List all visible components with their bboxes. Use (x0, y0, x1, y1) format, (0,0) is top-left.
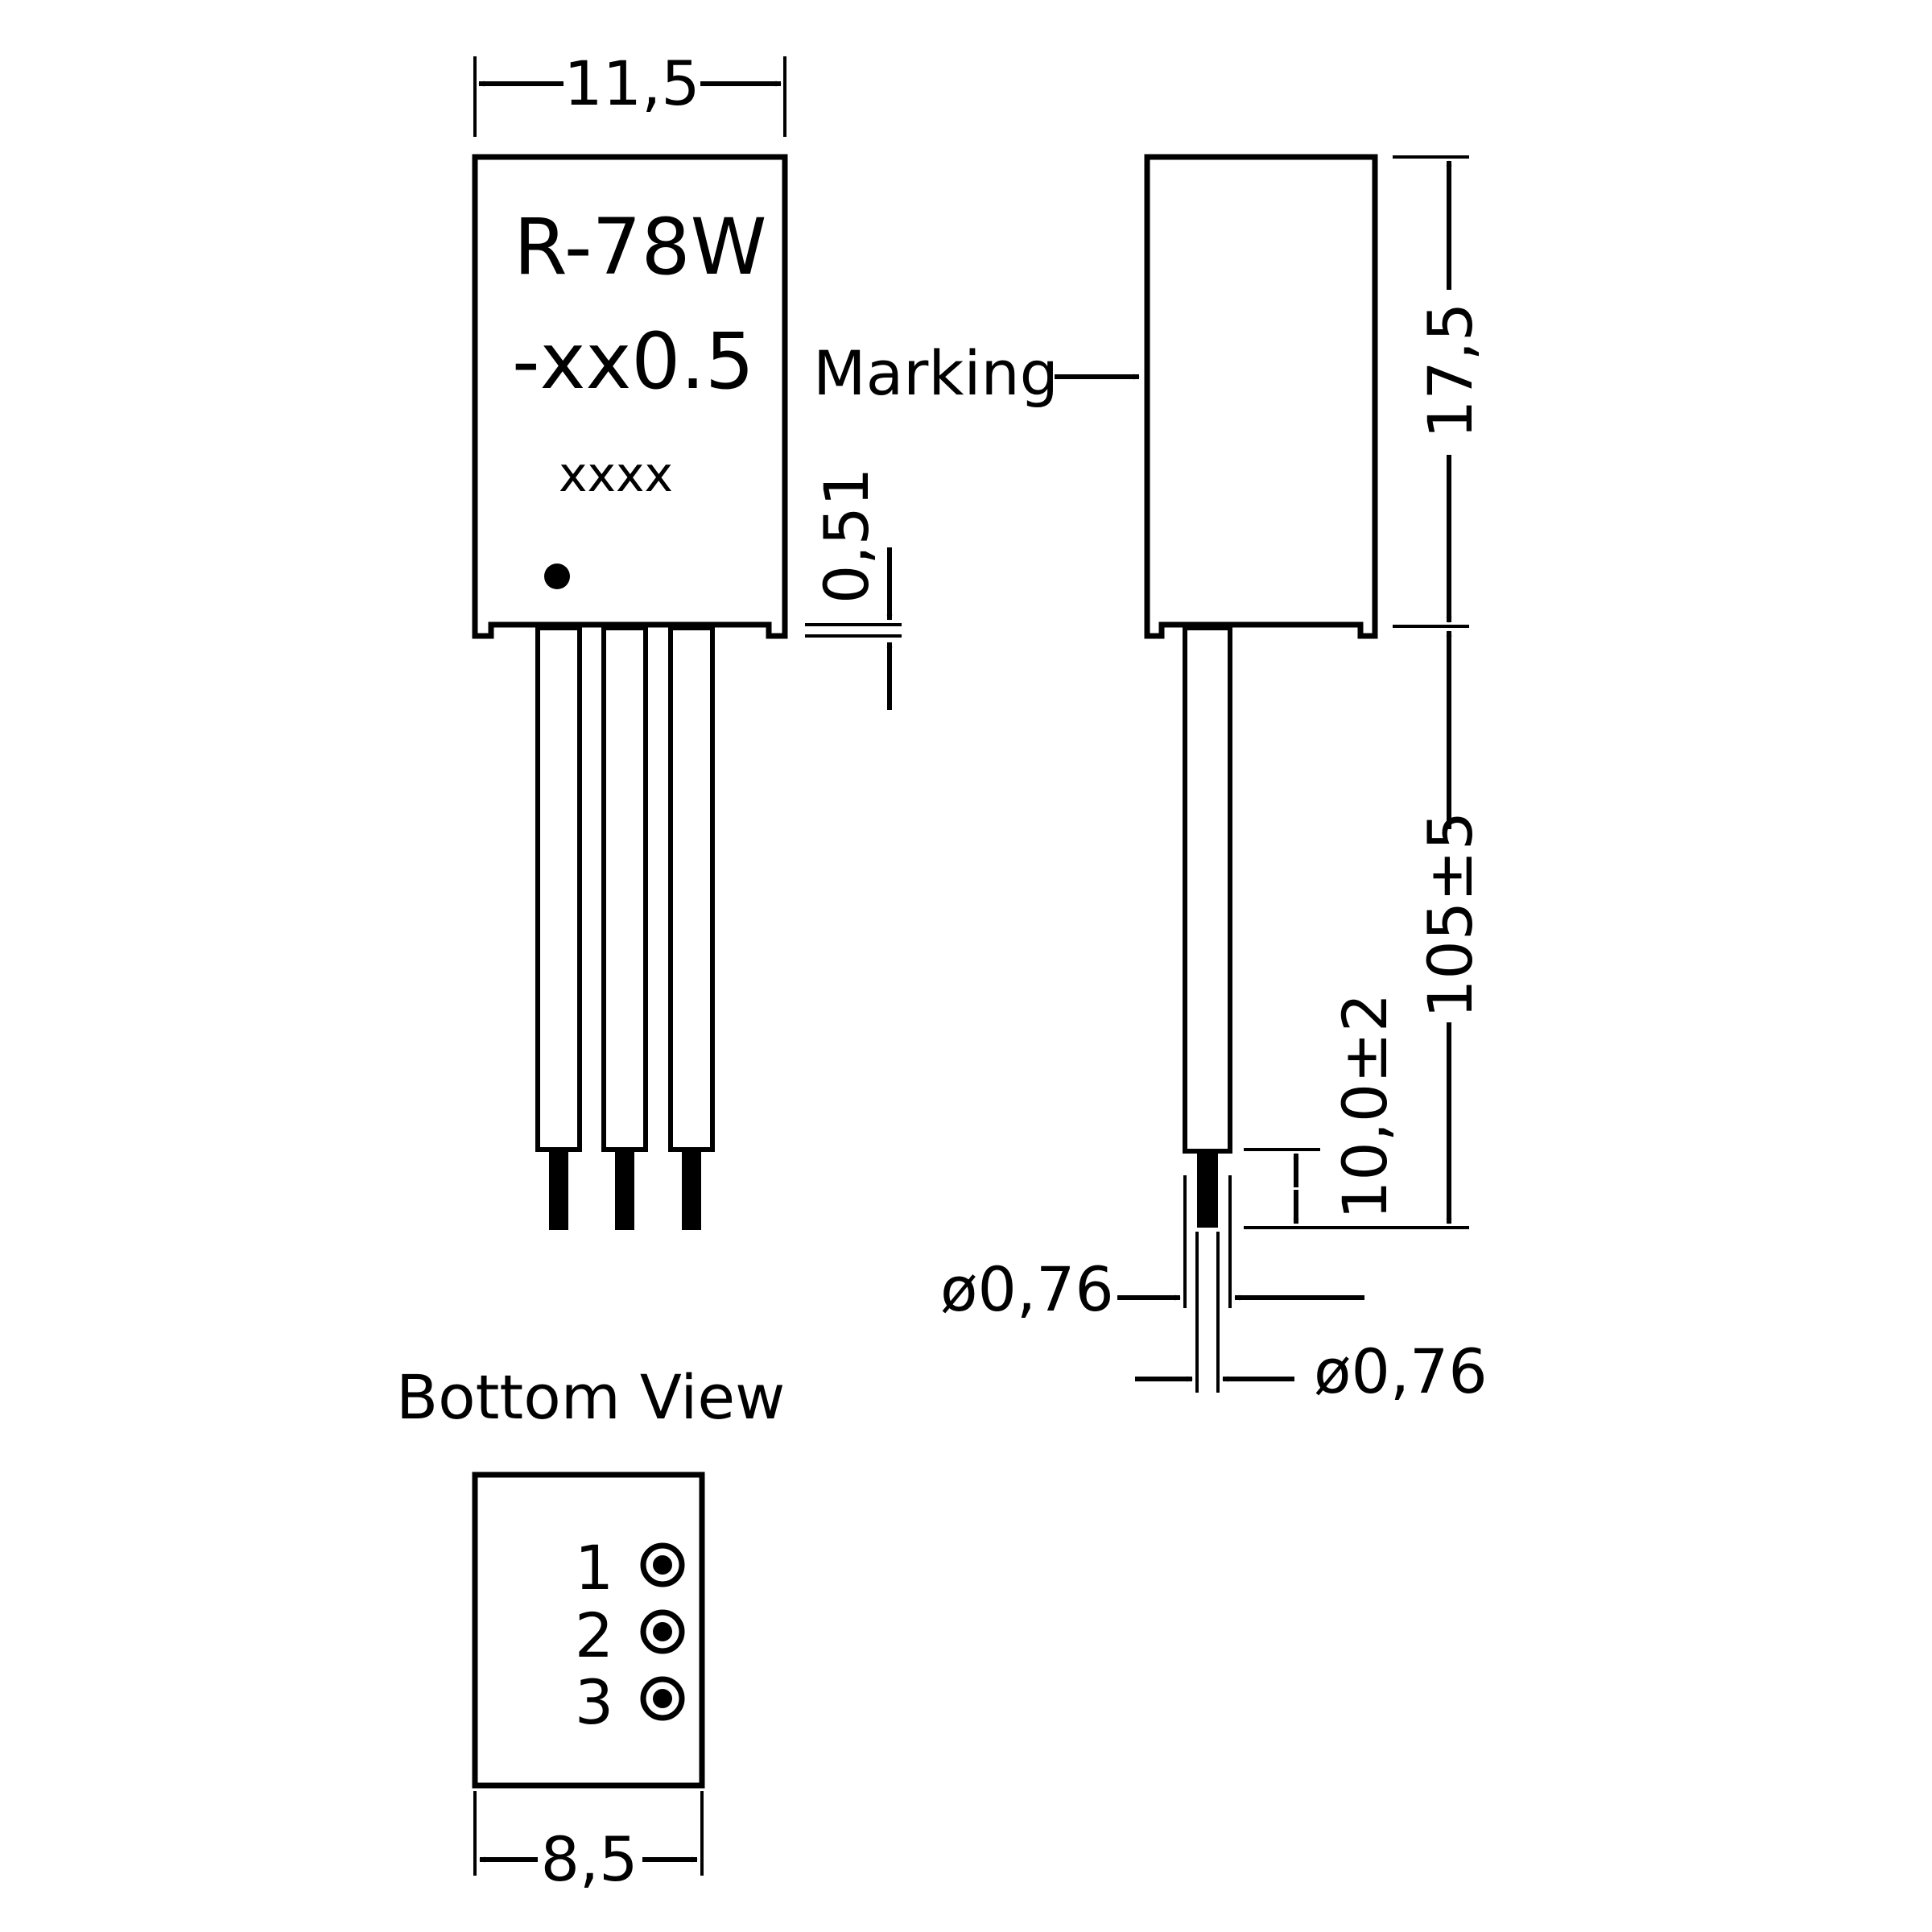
side-view: Marking 17,5 105±5 10,0±2 (813, 154, 1488, 1407)
lead-3-tip (682, 1150, 701, 1230)
front-leads (535, 625, 715, 1230)
standoff-dimension: 0,51 (805, 468, 902, 710)
standoff-dimension-label: 0,51 (811, 468, 882, 604)
side-lead-tip (1197, 1151, 1218, 1228)
width-dimension-11-5: 11,5 (473, 47, 786, 137)
front-package-body (472, 154, 788, 639)
tinned-length-dimension: 10,0±2 (1244, 993, 1401, 1224)
lead-3 (668, 625, 715, 1152)
lead-diameter-label-2: ø0,76 (1314, 1335, 1488, 1407)
lead-2-tip (615, 1150, 634, 1230)
marking-line-3: xxxx (559, 447, 673, 503)
side-package-body (1144, 154, 1378, 639)
lead-1 (535, 625, 582, 1152)
front-view: 11,5 R-78W -xx0.5 xxxx 0,51 (472, 47, 902, 1230)
marking-line-1: R-78W (514, 202, 767, 292)
lead-diameter-dimension-1: ø0,76 (940, 1253, 1364, 1325)
height-dimension-label: 17,5 (1414, 303, 1486, 439)
tinned-length-dimension-label: 10,0±2 (1329, 993, 1401, 1220)
bottom-view-title: Bottom View (396, 1361, 785, 1433)
pin1-indicator-dot (544, 564, 570, 589)
height-dimension-17-5: 17,5 (1393, 155, 1486, 628)
lead-length-dimension: 105±5 (1244, 630, 1486, 1229)
bottom-view: Bottom View 1 2 3 8,5 (396, 1361, 785, 1895)
marking-line-2: -xx0.5 (512, 316, 754, 407)
bottom-width-dimension: 8,5 (473, 1791, 704, 1895)
lead-diameter-dimension-2: ø0,76 (1135, 1335, 1488, 1407)
pin-2-pad (640, 1609, 685, 1654)
width-dimension-label: 11,5 (564, 47, 700, 119)
side-lead (1183, 625, 1232, 1154)
lead-diameter-label-1: ø0,76 (940, 1253, 1114, 1325)
pin-number-3: 3 (575, 1666, 613, 1738)
bottom-width-dimension-label: 8,5 (541, 1823, 638, 1895)
pin-number-2: 2 (575, 1600, 613, 1671)
lead-2 (601, 625, 648, 1152)
lead-length-dimension-label: 105±5 (1414, 811, 1486, 1018)
pin-1-pad (640, 1542, 685, 1587)
lead-1-tip (549, 1150, 568, 1230)
marking-label: Marking (813, 337, 1059, 409)
pin-3-pad (640, 1676, 685, 1721)
pin-number-1: 1 (575, 1532, 613, 1604)
